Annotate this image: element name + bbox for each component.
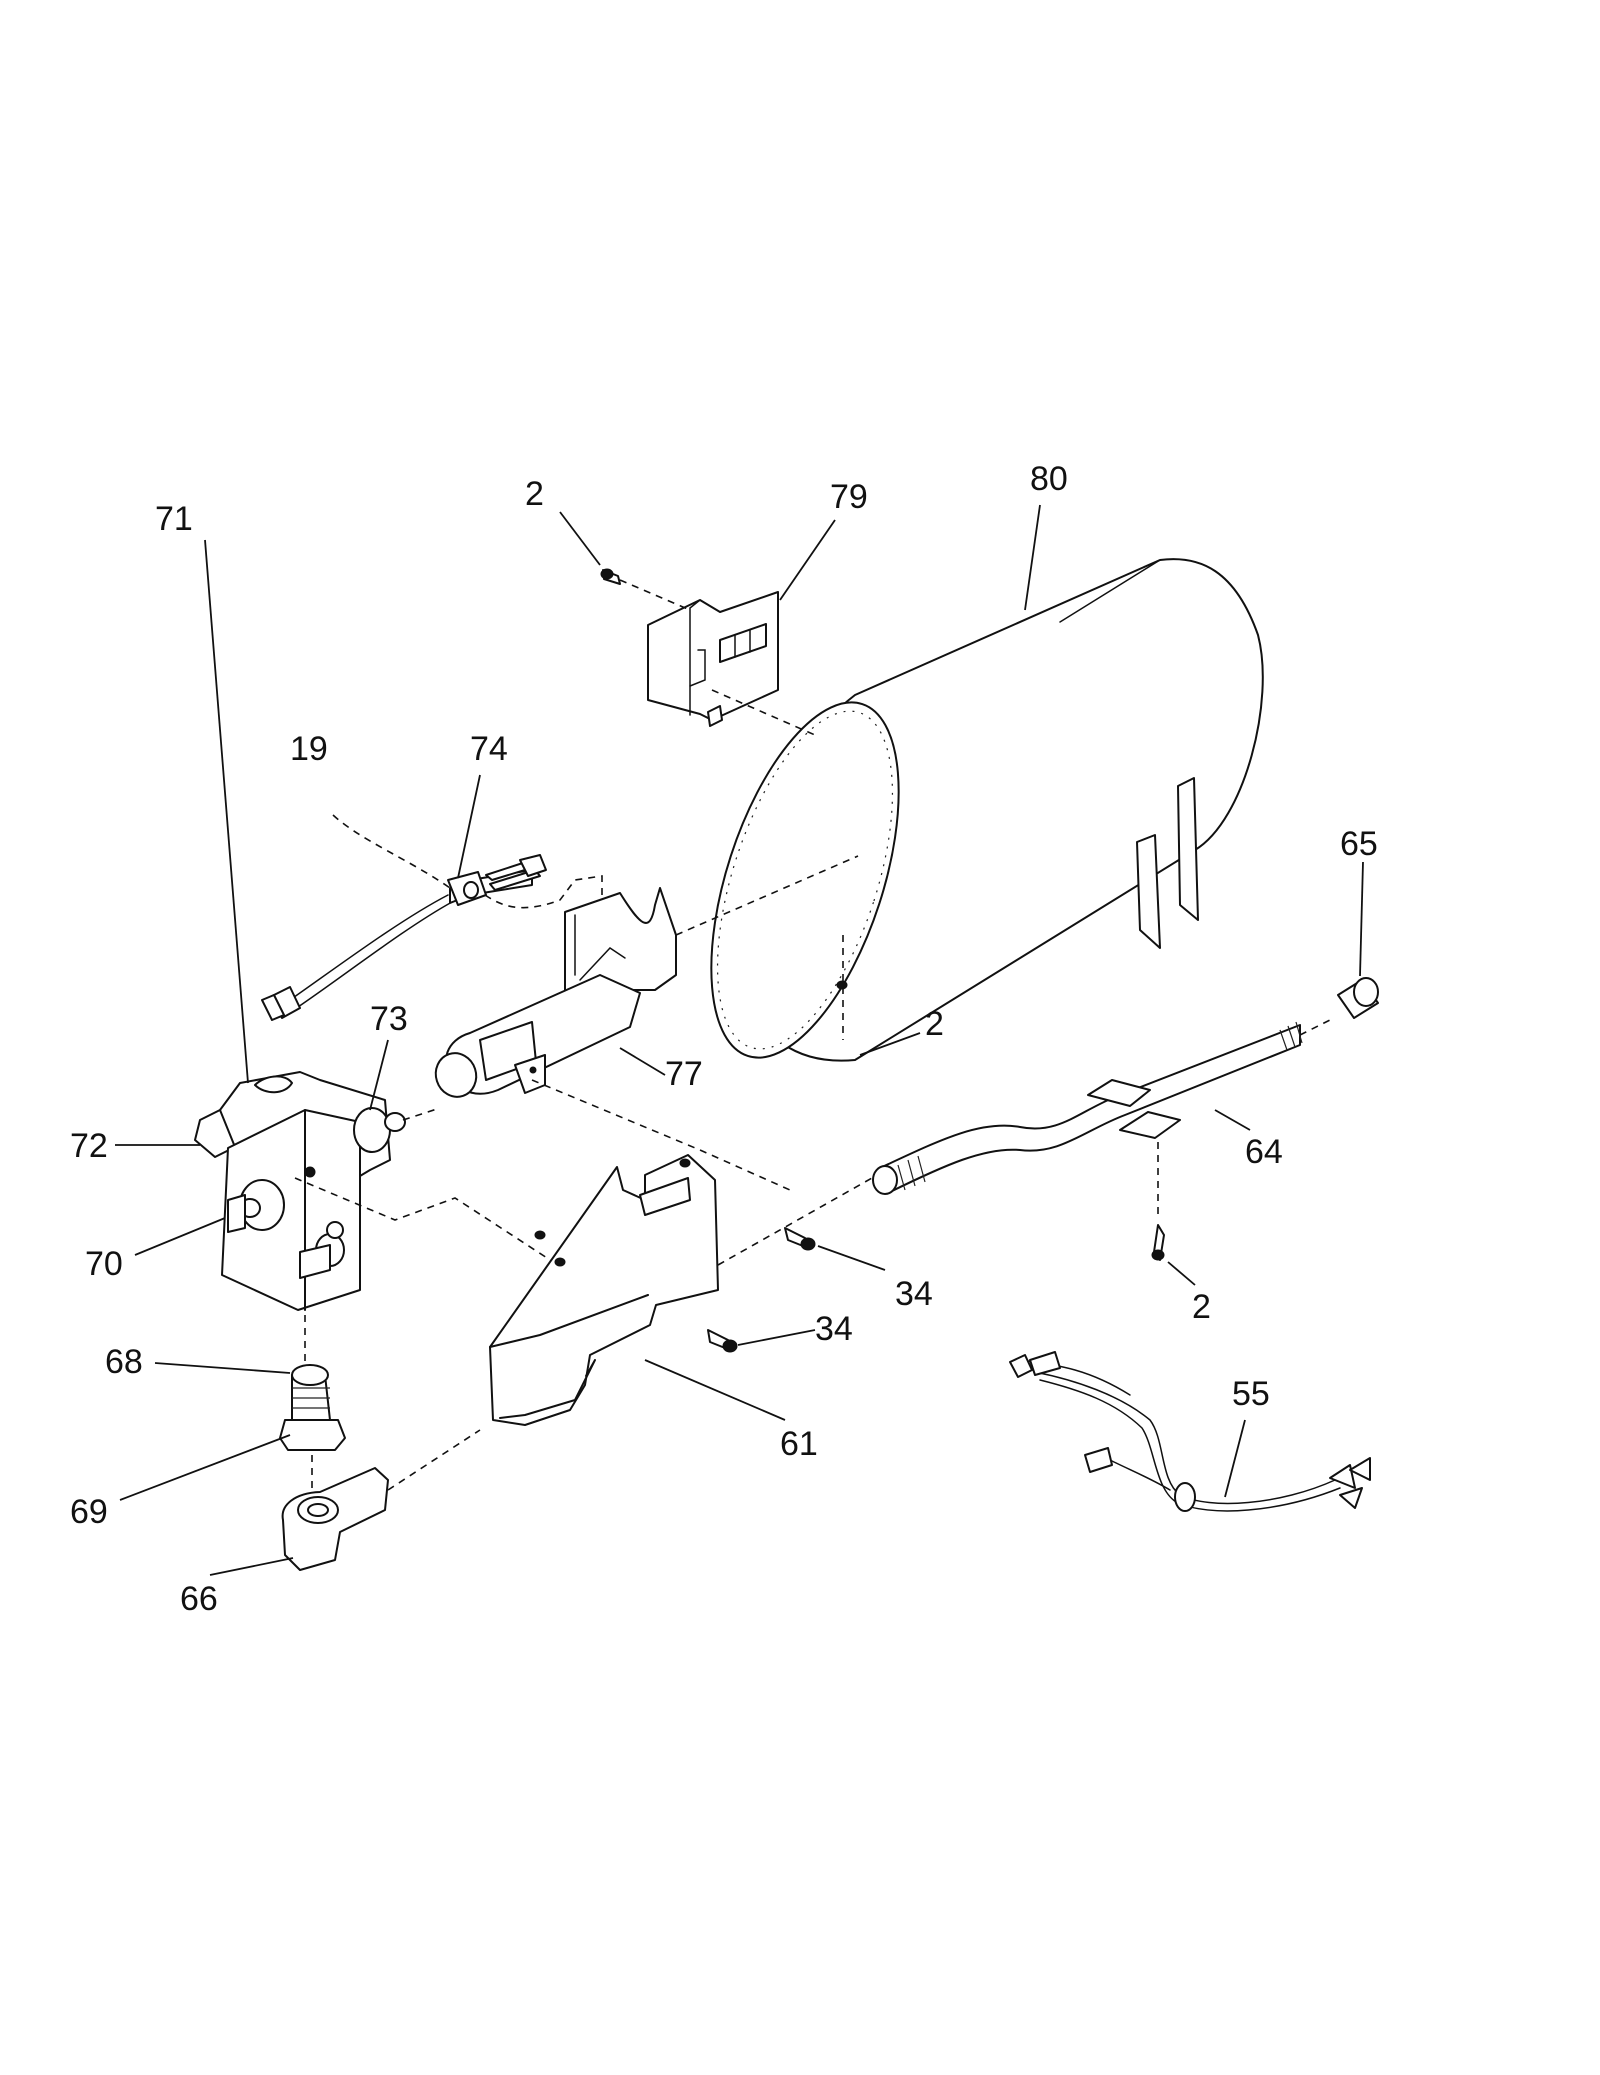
callouts: 2 79 80 19 74 65 71 73 2 77 72 64 70 34 …: [70, 460, 1378, 1618]
fitting-part: [291, 1364, 331, 1421]
callout-valve-body: 70: [85, 1245, 123, 1283]
callout-nut: 69: [70, 1493, 108, 1531]
harness-part: [1009, 1351, 1371, 1512]
cap-part: [1337, 977, 1379, 1019]
callout-screw-34b: 34: [815, 1310, 853, 1348]
screw-34a-part: [784, 1227, 816, 1251]
callout-shield: 61: [780, 1425, 818, 1463]
callout-fitting: 68: [105, 1343, 143, 1381]
pipe-part: [872, 1019, 1331, 1220]
elbow-part: [281, 1429, 481, 1571]
callout-screw-drum: 2: [925, 1005, 944, 1043]
callout-bracket: 79: [830, 478, 868, 516]
gas-valve-part: [194, 1071, 651, 1365]
screw-top-part: [600, 568, 816, 736]
callout-pipe: 64: [1245, 1133, 1283, 1171]
drum-part: [710, 558, 1264, 1062]
nut-part: [279, 1419, 346, 1490]
callout-elbow: 66: [180, 1580, 218, 1618]
callout-burner: 77: [665, 1055, 703, 1093]
igniter-part: [261, 814, 603, 1021]
callout-valve-side: 72: [70, 1127, 108, 1165]
callout-screw-top: 2: [525, 475, 544, 513]
screw-pipe-part: [1151, 1224, 1165, 1261]
callout-drum: 80: [1030, 460, 1068, 498]
leader-lines: [115, 504, 1364, 1576]
bracket-part: [647, 591, 779, 727]
callout-cap: 65: [1340, 825, 1378, 863]
callout-screw-pipe: 2: [1192, 1288, 1211, 1326]
callout-screw-34a: 34: [895, 1275, 933, 1313]
screw-34b-part: [707, 1329, 738, 1353]
burner-part: [434, 855, 859, 1098]
callout-valve-top: 71: [155, 500, 193, 538]
callout-harness: 55: [1232, 1375, 1270, 1413]
shield-part: [489, 1079, 873, 1426]
callout-orifice: 73: [370, 1000, 408, 1038]
callout-igniter: 74: [470, 730, 508, 768]
callout-wire: 19: [290, 730, 328, 768]
